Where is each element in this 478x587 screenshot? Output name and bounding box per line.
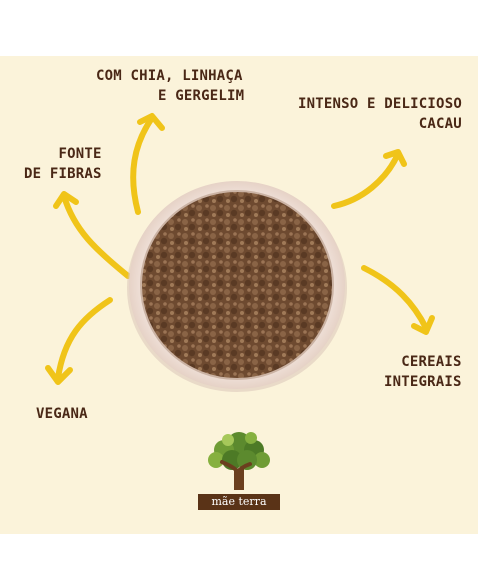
arrow-head-down-left-icon [45,365,73,385]
feature-chia-line1: COM CHIA, LINHAÇA [96,68,243,84]
feature-cacau-line2: CACAU [418,116,462,132]
product-info-panel: COM CHIA, LINHAÇA E GERGELIM INTENSO E D… [0,56,478,534]
granola-bowl-image [126,176,348,394]
arrow-head-up-left-icon [53,191,79,209]
arrow-down-left-icon [55,297,113,381]
feature-cacau-label: INTENSO E DELICIOSO CACAU [298,94,462,134]
arrow-head-up-right-icon [383,149,407,167]
brand-logo [198,426,280,510]
feature-cereais-label: CEREAIS INTEGRAIS [384,352,462,392]
feature-fibras-label: FONTE DE FIBRAS [24,144,102,184]
brand-name: mãe terra [198,494,280,510]
arrow-up-icon [130,115,155,215]
feature-cereais-line2: INTEGRAIS [384,374,462,390]
feature-chia-label: COM CHIA, LINHAÇA E GERGELIM [96,66,244,106]
arrow-head-down-right-icon [411,315,435,335]
feature-vegana-line1: VEGANA [36,406,88,422]
arrow-head-up-icon [137,113,165,131]
feature-cereais-line1: CEREAIS [401,354,462,370]
arrows-layer [45,113,435,385]
feature-cacau-line1: INTENSO E DELICIOSO [298,96,462,112]
feature-vegana-label: VEGANA [36,404,88,424]
arrow-down-right-icon [361,265,429,331]
feature-fibras-line1: FONTE [58,146,102,162]
tree-icon [208,432,270,490]
feature-fibras-line2: DE FIBRAS [24,166,102,182]
arrow-up-right-icon [331,151,401,209]
feature-chia-line2: E GERGELIM [158,88,245,104]
arrow-up-left-icon [61,193,131,279]
